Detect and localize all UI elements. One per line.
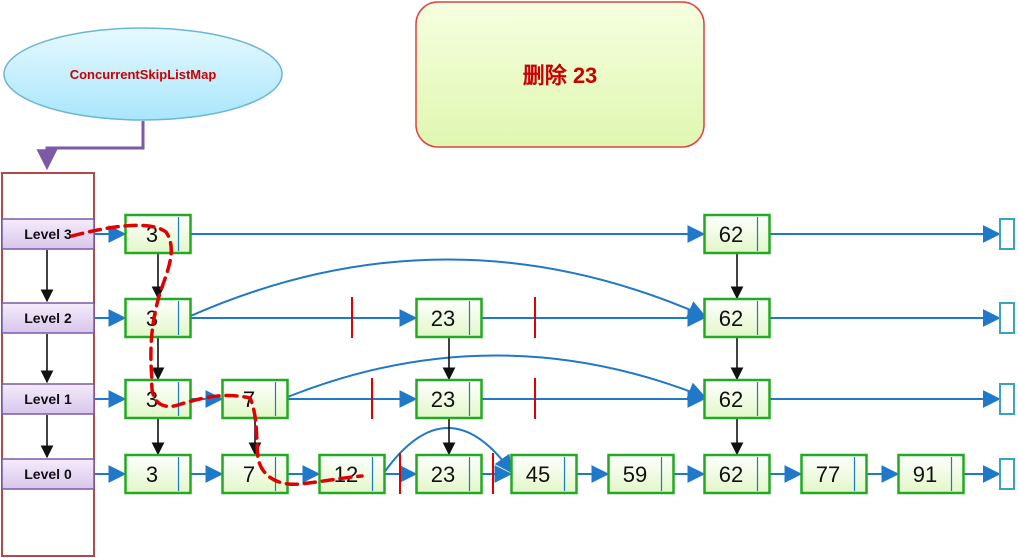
node-value: 91 bbox=[913, 462, 937, 487]
tail-node bbox=[999, 302, 1015, 334]
node-value: 3 bbox=[146, 462, 158, 487]
action-box: 删除 23 bbox=[415, 1, 705, 148]
level-label-box: Level 2 bbox=[1, 302, 95, 334]
skiplist-node: 45 bbox=[510, 453, 578, 495]
node-value: 23 bbox=[431, 306, 455, 331]
node-box bbox=[703, 213, 771, 255]
level-label: Level 3 bbox=[24, 226, 72, 242]
skiplist-node: 23 bbox=[415, 378, 483, 420]
tail-node bbox=[999, 458, 1015, 490]
skiplist-node: 7 bbox=[221, 453, 289, 495]
node-value: 62 bbox=[719, 387, 743, 412]
skiplist-node: 62 bbox=[703, 297, 771, 339]
skiplist-node: 3 bbox=[124, 378, 192, 420]
skiplist-node: 62 bbox=[703, 453, 771, 495]
level-label-box: Level 1 bbox=[1, 383, 95, 415]
skiplist-node: 3 bbox=[124, 297, 192, 339]
level-label: Level 0 bbox=[24, 466, 72, 482]
node-box bbox=[415, 378, 483, 420]
search-path bbox=[70, 223, 364, 487]
node-box bbox=[703, 453, 771, 495]
node-box bbox=[124, 297, 192, 339]
level-label-rect bbox=[1, 302, 95, 334]
node-box bbox=[510, 453, 578, 495]
skiplist-node: 3 bbox=[124, 453, 192, 495]
action-rect bbox=[415, 1, 705, 148]
node-box bbox=[703, 378, 771, 420]
skiplist-node: 77 bbox=[800, 453, 868, 495]
map-header: ConcurrentSkipListMap bbox=[3, 27, 283, 121]
node-box bbox=[415, 453, 483, 495]
level-label: Level 2 bbox=[24, 310, 72, 326]
node-box bbox=[124, 378, 192, 420]
node-value: 62 bbox=[719, 222, 743, 247]
tail-node bbox=[999, 383, 1015, 415]
node-value: 77 bbox=[816, 462, 840, 487]
node-box bbox=[124, 453, 192, 495]
index-frame bbox=[1, 172, 95, 557]
node-box bbox=[703, 297, 771, 339]
skiplist-node: 3 bbox=[124, 213, 192, 255]
node-value: 59 bbox=[623, 462, 647, 487]
node-value: 45 bbox=[526, 462, 550, 487]
level-label: Level 1 bbox=[24, 391, 72, 407]
level-label-rect bbox=[1, 458, 95, 490]
node-box bbox=[607, 453, 675, 495]
node-value: 7 bbox=[243, 462, 255, 487]
map-ellipse bbox=[3, 27, 283, 121]
node-value: 3 bbox=[146, 387, 158, 412]
node-value: 12 bbox=[334, 462, 358, 487]
level-label-rect bbox=[1, 383, 95, 415]
skiplist-node: 59 bbox=[607, 453, 675, 495]
skiplist-node: 23 bbox=[415, 453, 483, 495]
skiplist-node: 91 bbox=[897, 453, 965, 495]
node-box bbox=[318, 453, 386, 495]
node-value: 23 bbox=[431, 387, 455, 412]
level-label-box: Level 0 bbox=[1, 458, 95, 490]
node-value: 62 bbox=[719, 462, 743, 487]
action-label: 删除 23 bbox=[523, 63, 598, 88]
map-to-index-connector bbox=[36, 121, 145, 171]
node-value: 3 bbox=[146, 306, 158, 331]
node-box bbox=[124, 213, 192, 255]
node-box bbox=[221, 453, 289, 495]
skiplist-node: 23 bbox=[415, 297, 483, 339]
node-box bbox=[800, 453, 868, 495]
bypass-link-arrow bbox=[287, 354, 707, 400]
tail-node bbox=[999, 218, 1015, 250]
skiplist-node: 62 bbox=[703, 213, 771, 255]
skiplist-node: 12 bbox=[318, 453, 386, 495]
node-box bbox=[415, 297, 483, 339]
map-label: ConcurrentSkipListMap bbox=[70, 67, 217, 82]
skiplist-node: 62 bbox=[703, 378, 771, 420]
bypass-link-arrow bbox=[190, 258, 707, 318]
node-box bbox=[897, 453, 965, 495]
node-value: 62 bbox=[719, 306, 743, 331]
node-value: 23 bbox=[431, 462, 455, 487]
